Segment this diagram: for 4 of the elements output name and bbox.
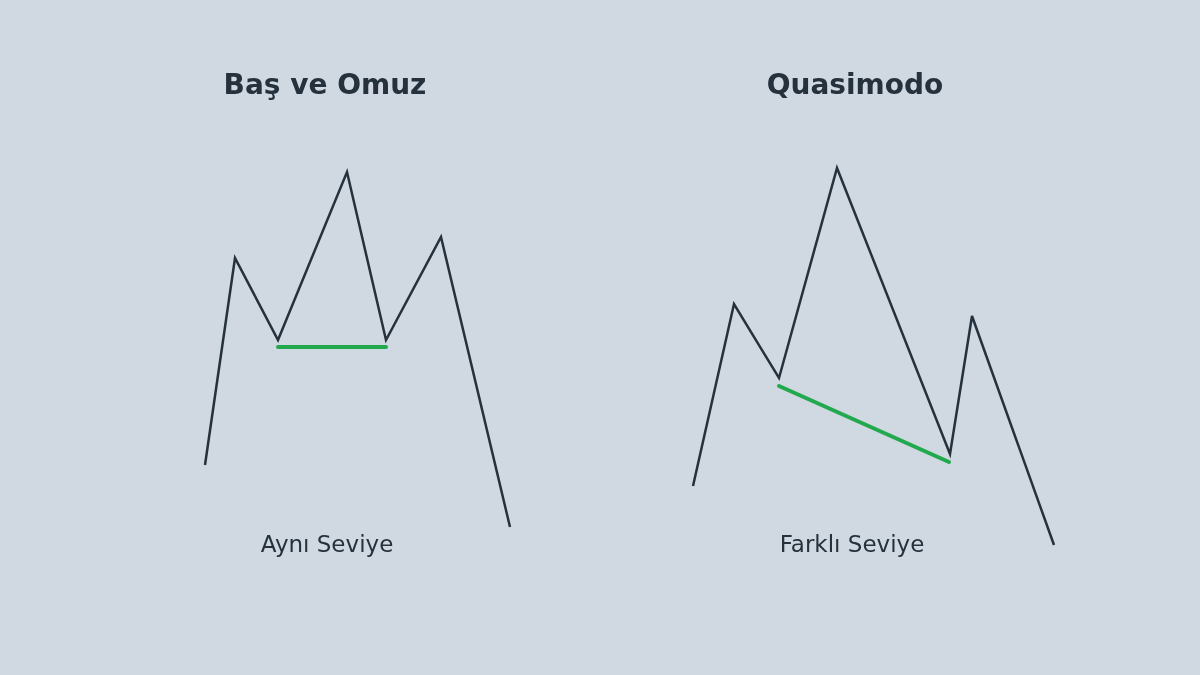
pattern-caption: Farklı Seviye <box>779 531 925 559</box>
pattern-title: Quasimodo <box>766 68 944 102</box>
pattern-title: Baş ve Omuz <box>223 68 427 102</box>
pattern-caption: Aynı Seviye <box>260 531 394 559</box>
